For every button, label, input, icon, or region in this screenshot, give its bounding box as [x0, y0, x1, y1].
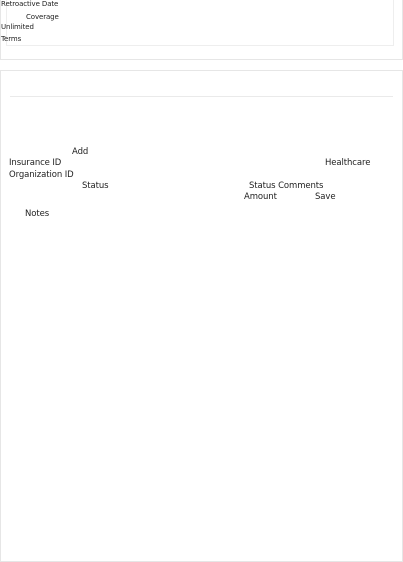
status-label: Status	[82, 181, 109, 191]
add-button[interactable]: Add	[72, 147, 89, 157]
coverage-label: Coverage	[26, 13, 59, 21]
insurance-form-card	[0, 70, 403, 562]
terms-label: Terms	[1, 35, 22, 43]
summary-inner-panel	[6, 0, 394, 46]
save-button[interactable]: Save	[315, 192, 336, 202]
status-comments-label: Status Comments	[249, 181, 324, 191]
amount-label: Amount	[244, 192, 277, 202]
form-header-divider	[10, 96, 393, 97]
insurance-id-label: Insurance ID	[9, 158, 62, 168]
coverage-value: Unlimited	[1, 23, 34, 31]
retroactive-date-label: Retroactive Date	[1, 0, 59, 8]
healthcare-label: Healthcare	[325, 158, 371, 168]
notes-label: Notes	[25, 209, 50, 219]
organization-id-label: Organization ID	[9, 170, 74, 180]
